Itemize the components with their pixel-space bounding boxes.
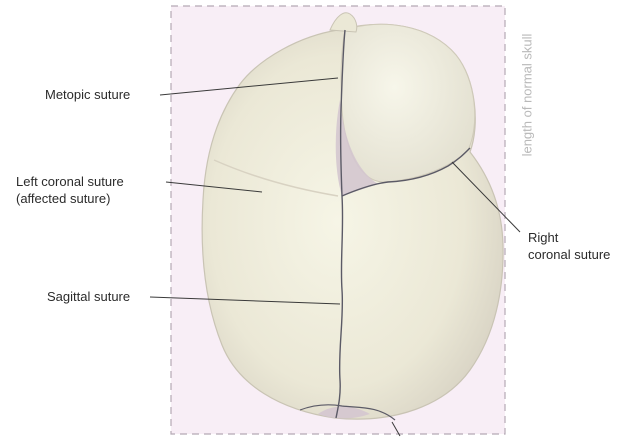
sagittal-suture-label: Sagittal suture xyxy=(47,289,130,305)
right-coronal-suture-sublabel: coronal suture xyxy=(528,247,610,263)
right-coronal-suture-label: Right xyxy=(528,230,558,246)
left-coronal-suture-sublabel: (affected suture) xyxy=(16,191,110,207)
left-coronal-suture-label: Left coronal suture xyxy=(16,174,124,190)
normal-skull-length-label: length of normal skull xyxy=(520,34,535,157)
metopic-suture-label: Metopic suture xyxy=(45,87,130,103)
